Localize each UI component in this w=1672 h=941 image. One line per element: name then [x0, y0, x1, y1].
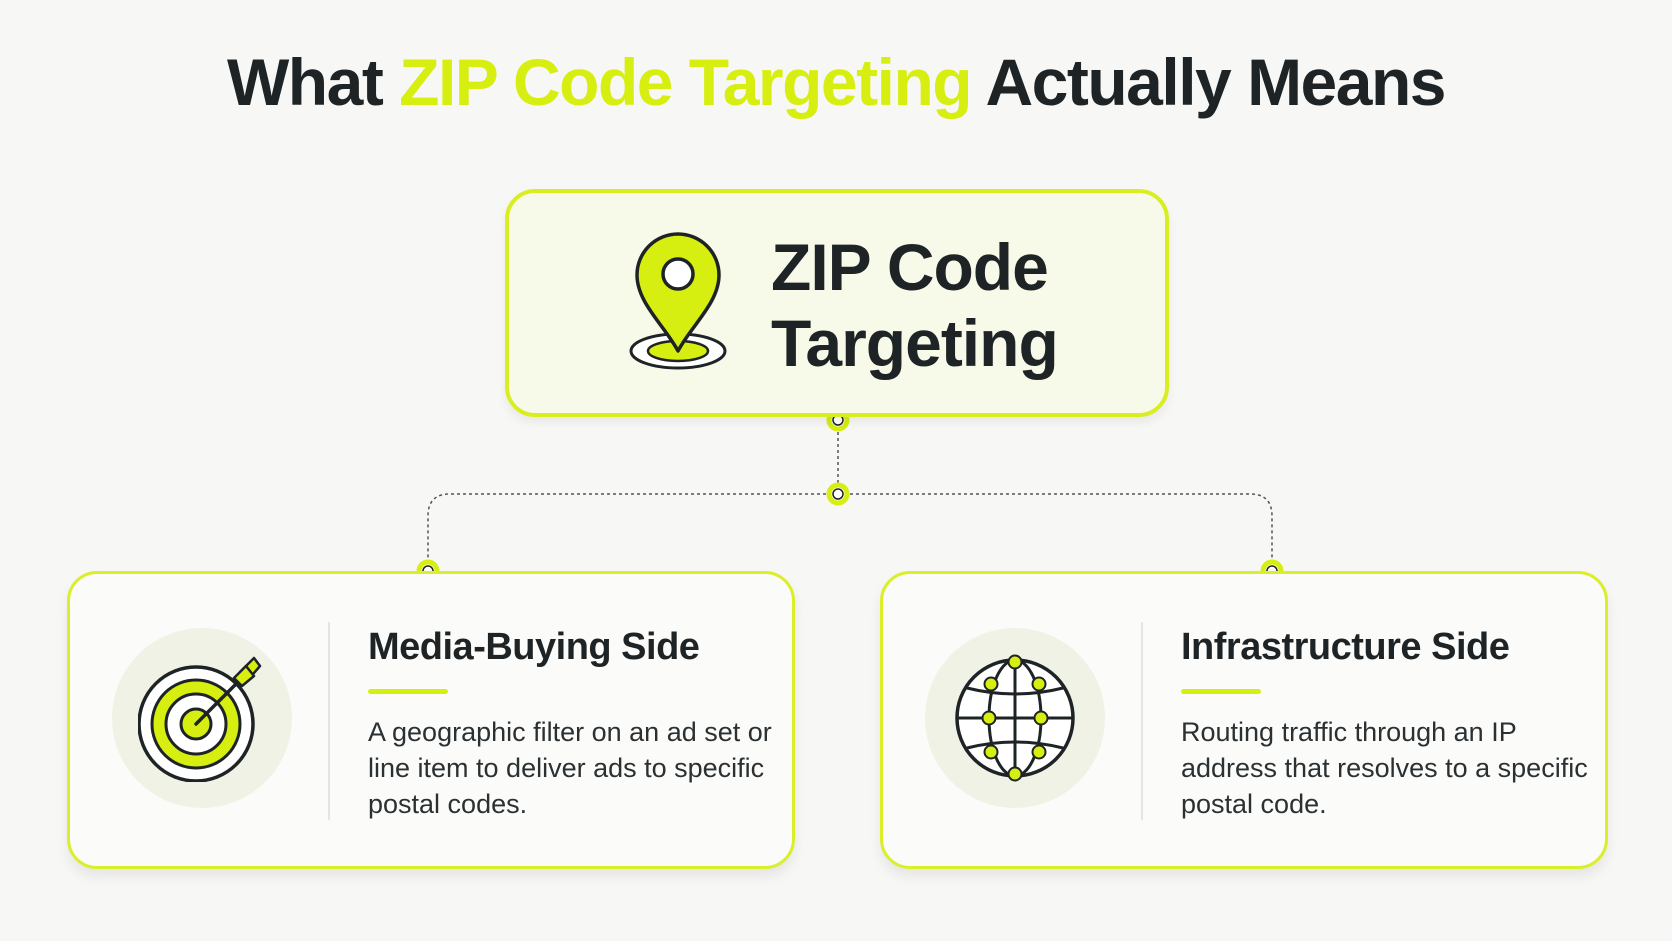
media-buying-title: Media-Buying Side	[368, 626, 700, 668]
location-pin-icon	[629, 232, 727, 370]
title-underline	[368, 689, 448, 694]
card-divider	[1141, 622, 1143, 820]
globe-network-icon	[955, 654, 1075, 782]
title-part-2: Actually Means	[971, 45, 1446, 119]
media-buying-card: Media-Buying Side A geographic filter on…	[67, 571, 795, 869]
globe-icon-badge	[925, 628, 1105, 808]
left-branch-connector	[427, 493, 838, 571]
infrastructure-title: Infrastructure Side	[1181, 626, 1510, 668]
target-arrow-icon	[138, 656, 262, 782]
right-branch-connector	[838, 493, 1273, 571]
title-underline	[1181, 689, 1261, 694]
root-node-title: ZIP Code Targeting	[771, 229, 1151, 381]
page-title: What ZIP Code Targeting Actually Means	[0, 44, 1672, 120]
root-title-line-2: Targeting	[771, 306, 1059, 380]
title-highlight: ZIP Code Targeting	[399, 45, 972, 119]
root-node-card: ZIP Code Targeting	[505, 189, 1169, 417]
card-divider	[328, 622, 330, 820]
infrastructure-description: Routing traffic through an IP address th…	[1181, 717, 1588, 819]
root-title-line-1: ZIP Code	[771, 230, 1049, 304]
infrastructure-card: Infrastructure Side Routing traffic thro…	[880, 571, 1608, 869]
title-part-1: What	[227, 45, 400, 119]
media-buying-description: A geographic filter on an ad set or line…	[368, 717, 772, 819]
junction-node-dot-ring	[832, 488, 844, 500]
target-icon-badge	[112, 628, 292, 808]
